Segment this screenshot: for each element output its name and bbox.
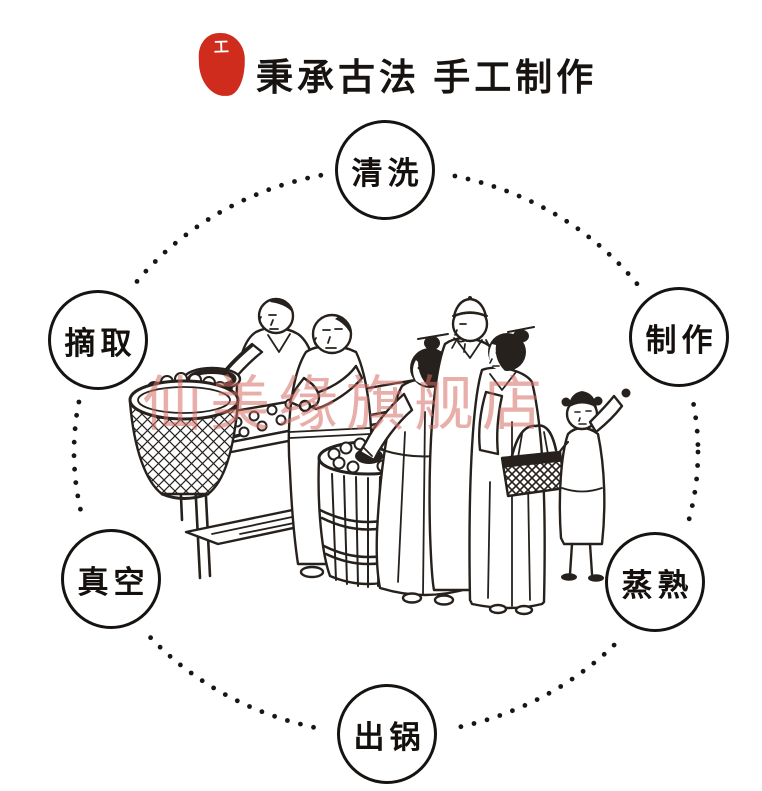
step-label: 真空 — [77, 564, 150, 600]
seal-stamp-icon: 工 — [197, 32, 247, 97]
process-step-steam: 蒸熟 — [605, 532, 705, 632]
page-title: 秉承古法 手工制作 — [256, 58, 598, 99]
step-label: 制作 — [645, 322, 718, 358]
step-label: 蒸熟 — [621, 567, 694, 603]
step-label: 清洗 — [351, 155, 424, 191]
round-basket — [128, 372, 240, 500]
process-step-out: 出锅 — [337, 684, 437, 784]
process-step-wash: 清洗 — [335, 120, 435, 220]
child-raising-arm — [554, 388, 631, 582]
process-step-pick: 摘取 — [48, 290, 148, 390]
worker-arm — [222, 344, 254, 376]
store-watermark: 仙美缘旗舰店 — [142, 372, 550, 438]
process-step-make: 制作 — [629, 287, 729, 387]
step-label: 出锅 — [353, 719, 426, 755]
step-label: 摘取 — [64, 325, 137, 361]
woven-basket — [500, 424, 567, 498]
process-step-vacuum: 真空 — [61, 529, 161, 629]
seal-character: 工 — [213, 39, 230, 57]
workshop-illustration — [128, 296, 631, 616]
